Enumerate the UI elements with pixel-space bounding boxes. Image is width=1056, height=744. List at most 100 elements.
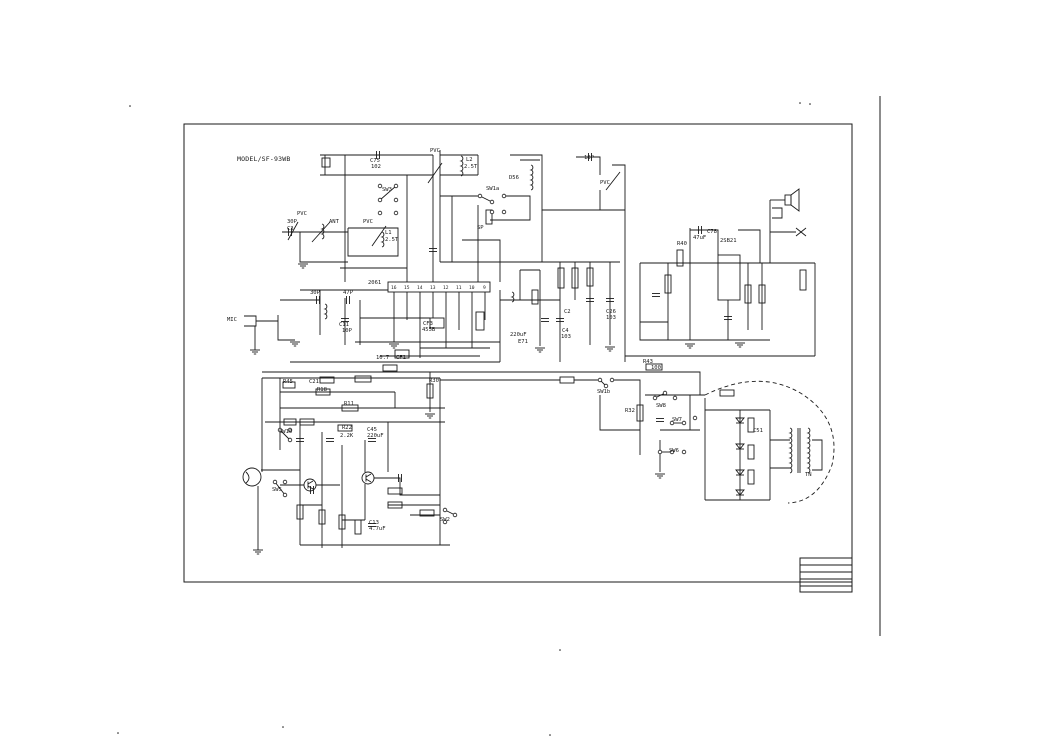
switch-contact	[377, 197, 383, 203]
speaker-cone	[790, 188, 800, 212]
diode	[735, 489, 745, 496]
resistor	[394, 349, 410, 359]
label-l2: L2	[466, 157, 473, 163]
resistor	[341, 404, 359, 412]
switch-contact	[662, 390, 668, 396]
label-c3-value: 30P	[287, 219, 298, 225]
label-c3: C3	[287, 226, 294, 232]
wire	[612, 379, 641, 455]
resistor	[676, 249, 684, 267]
switch-contact	[652, 395, 658, 401]
switch-contact	[597, 377, 603, 383]
label-l1-value: 2.5T	[385, 237, 399, 243]
diode	[735, 417, 745, 424]
switch-contact	[501, 193, 507, 199]
resistor	[354, 375, 372, 383]
switch-contact	[442, 507, 448, 513]
switch-contact	[287, 437, 293, 443]
wire	[274, 481, 286, 496]
transistor-lead	[365, 473, 372, 478]
resistor	[387, 501, 403, 509]
inductor-coil	[788, 427, 793, 474]
resistor	[571, 267, 579, 289]
ic-pin-number: 14	[417, 285, 423, 291]
label-sw1b: SW1b	[597, 389, 610, 395]
resistor	[485, 209, 493, 225]
label-pvc-top: PVC	[430, 148, 440, 154]
wire	[625, 371, 701, 395]
label-sw8: SW8	[656, 403, 666, 409]
scan-speck	[809, 103, 811, 105]
resistor	[354, 519, 362, 535]
label-c4: C4	[562, 328, 569, 334]
ic-body	[387, 281, 491, 293]
label-c13-value: 4.7uF	[369, 526, 386, 532]
label-c2: C2	[564, 309, 571, 315]
resistor	[586, 267, 594, 287]
label-sw6: SW6	[669, 448, 679, 454]
label-l1: L1	[385, 230, 392, 236]
label-r30: R30	[429, 378, 439, 384]
switch-contact	[489, 199, 495, 205]
wire	[612, 164, 626, 362]
label-c75-value: 102	[371, 164, 381, 170]
resistor	[426, 383, 434, 399]
ic-pin-number: 11	[456, 285, 462, 291]
transistor	[303, 478, 317, 492]
inductor-coil	[320, 223, 325, 240]
label-47p: 47P	[343, 290, 354, 296]
inductor-coil	[510, 291, 515, 303]
wire	[599, 395, 640, 431]
label-c26-value: 103	[606, 315, 616, 321]
label-r43-value: 100	[651, 365, 661, 371]
wire	[576, 156, 601, 175]
label-sw5: SW5	[272, 487, 282, 493]
resistor	[299, 418, 315, 426]
resistor	[321, 157, 331, 168]
label-c51: C51	[753, 428, 763, 434]
transistor-lead	[307, 485, 314, 490]
resistor	[337, 424, 353, 432]
label-cf1-value: 10.7	[376, 355, 389, 361]
resistor	[429, 317, 445, 329]
switch-contact	[681, 420, 687, 426]
ic-pin-number: 10	[469, 285, 475, 291]
wire	[479, 195, 493, 203]
diode	[735, 443, 745, 450]
transistor-lead	[307, 480, 314, 485]
wire	[812, 439, 823, 471]
scan-speck	[282, 726, 284, 728]
transistor	[361, 471, 375, 485]
wire	[690, 229, 719, 255]
circuit-drawing	[117, 102, 835, 736]
label-c45-value: 220uF	[367, 433, 384, 439]
label-sw7: SW7	[672, 417, 682, 423]
switch-contact	[377, 183, 383, 189]
label-cf3-value: 455B	[422, 327, 436, 333]
power-section-outline	[704, 380, 835, 504]
resistor	[719, 389, 735, 397]
switch-contact	[393, 183, 399, 189]
label-r22-value: 2.2K	[340, 433, 354, 439]
switch-contact	[277, 427, 283, 433]
label-r32: R32	[625, 408, 635, 414]
model-title: MODEL/SF-93WB	[237, 155, 290, 163]
switch-contact	[489, 209, 495, 215]
label-sw3: SW3	[382, 187, 392, 193]
title-block-box	[799, 557, 853, 593]
label-r11: R11	[344, 401, 354, 407]
inductor-coil	[323, 303, 328, 320]
switch-contact	[669, 420, 675, 426]
ic-pin-numbers: 16 15 14 13 12 11 10 9	[391, 285, 486, 291]
wire	[311, 221, 331, 243]
label-ic: 2061	[368, 280, 381, 286]
label-c11-value: 10P	[342, 328, 353, 334]
wire	[347, 227, 399, 257]
title-block	[799, 557, 853, 593]
switch-contact	[681, 449, 687, 455]
label-cf3: CF3	[423, 321, 433, 327]
switch-contact	[657, 449, 663, 455]
wire	[510, 154, 625, 211]
wire	[279, 429, 291, 441]
